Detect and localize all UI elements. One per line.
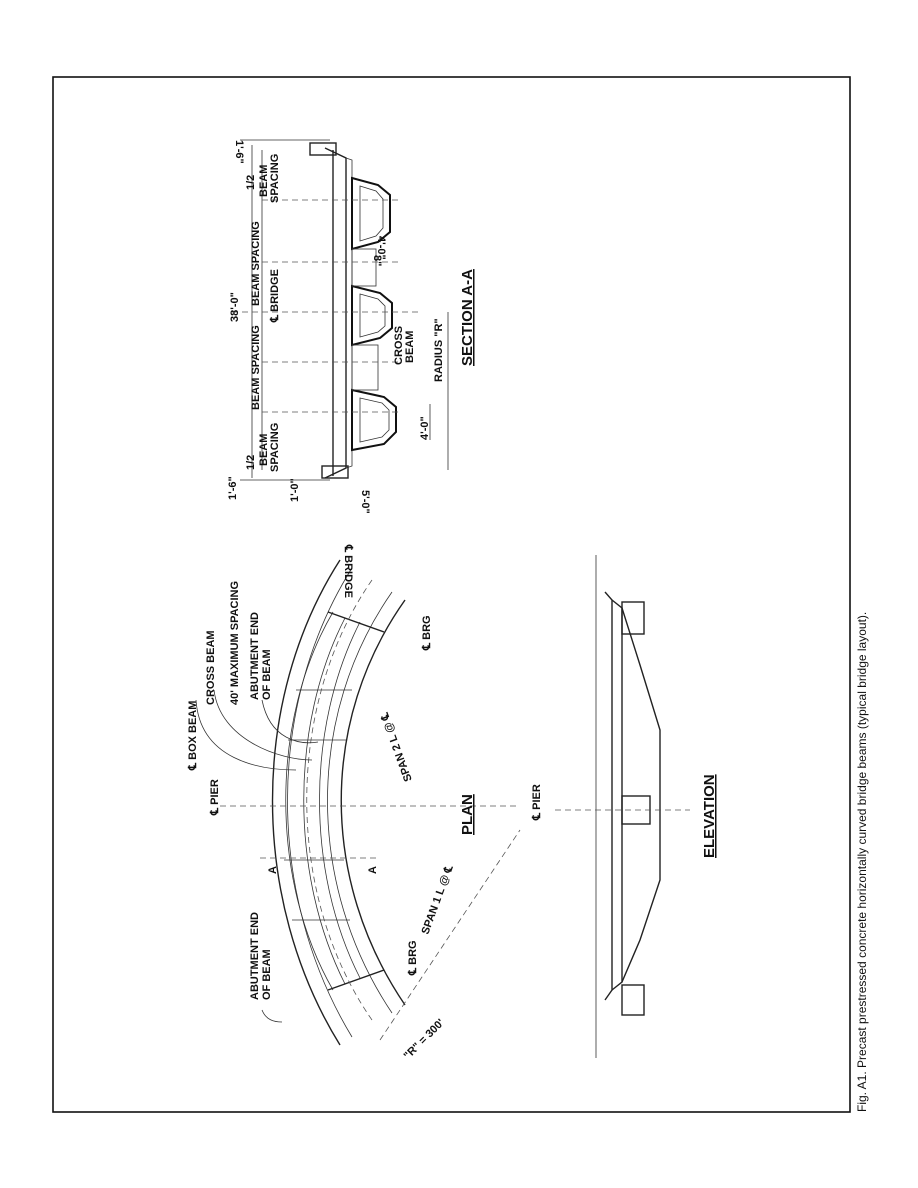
bridge-centerline-label: ℄ BRIDGE [269, 269, 281, 323]
plan-beam-line-1 [285, 611, 334, 991]
section-title: SECTION A-A [459, 269, 476, 366]
beam-depth-label: 4'-0" [419, 416, 431, 440]
radius-line [379, 829, 521, 1041]
drawing-border [52, 76, 851, 1113]
abutment-end-label-a: ABUTMENT END [249, 612, 261, 700]
box-beam-3 [351, 388, 397, 452]
abutment-right [621, 601, 645, 635]
cross-beam-2 [351, 344, 379, 391]
slab-thickness-label: 8" [371, 255, 383, 266]
plan-title: PLAN [459, 794, 476, 835]
elevation-deck [604, 591, 613, 1001]
section-mark-a1: A [267, 866, 279, 874]
brg-right-label: ℄ BRG [421, 615, 433, 651]
elevation-beam [621, 607, 661, 983]
beam-spacing-label-1: BEAM SPACING [250, 221, 262, 306]
half-spacing-2b: BEAM [258, 434, 270, 466]
plan-bridge-label: ℄ BRIDGE [342, 544, 354, 598]
plan-cross-beam-label: CROSS BEAM [205, 630, 217, 705]
curb-bottom [321, 465, 349, 479]
brg-left-label: ℄ BRG [407, 940, 419, 976]
radius-label: "R" = 300' [402, 1017, 447, 1062]
half-spacing-1b: BEAM [258, 165, 270, 197]
half-spacing-2a: 1/2 [245, 455, 257, 470]
abutment-left [621, 984, 645, 1016]
max-spacing-label: 40' MAXIMUM SPACING [229, 581, 241, 705]
section-cross-beam-b: BEAM [404, 331, 416, 363]
box-beam-2 [351, 284, 393, 347]
beam-spacing-label-2: BEAM SPACING [250, 325, 262, 410]
overall-width-label: 38'-0" [229, 292, 241, 322]
abutment-end-label-d: OF BEAM [261, 949, 273, 1000]
plan-beam-line-2 [303, 617, 346, 985]
span1-label: SPAN 1 L @ ℄ [420, 863, 456, 936]
section-mark-a2: A [367, 866, 379, 874]
elevation-pier-label: ℄ PIER [531, 784, 543, 821]
plan-pier-label: ℄ PIER [209, 779, 221, 816]
rail-label: 5'-0" [359, 490, 371, 514]
elevation-title: ELEVATION [701, 774, 718, 858]
section-cross-beam-a: CROSS [393, 326, 405, 365]
curb-top [309, 142, 337, 156]
section-a-a: 38'-0" ℄ BRIDGE BEAM SPACING BEAM SPACIN… [227, 139, 476, 514]
elevation-view: ℄ PIER ELEVATION [531, 555, 718, 1058]
abutment-end-label-b: OF BEAM [261, 649, 273, 700]
cross-beam-1 [351, 248, 377, 287]
half-spacing-1c: SPACING [269, 154, 281, 203]
slab-depth-label: 4'-0" [375, 236, 387, 260]
box-beam-label: ℄ BOX BEAM [187, 701, 199, 771]
abutment-end-label-c: ABUTMENT END [249, 912, 261, 1000]
figure-caption: Fig. A1. Precast prestressed concrete ho… [855, 612, 869, 1112]
plan-bridge-centerline [306, 579, 373, 1021]
overhang-top-label: 1'-6" [233, 140, 245, 164]
plan-edge-inner [340, 599, 406, 1006]
curb-label: 1'-0" [289, 478, 301, 502]
span2-label: SPAN 2 L @ ℄ [378, 710, 414, 783]
section-radius-label: RADIUS "R" [433, 318, 445, 382]
plan-view: A A ℄ BOX BEAM CROSS BEAM 40' MAXIMUM SP… [187, 544, 521, 1062]
half-spacing-1a: 1/2 [245, 175, 257, 190]
deck-slab [324, 147, 347, 479]
plan-beam-line-3 [319, 621, 361, 979]
plan-edge-outer [271, 559, 341, 1046]
overhang-bottom-label: 1'-6" [227, 476, 239, 500]
half-spacing-2c: SPACING [269, 423, 281, 472]
